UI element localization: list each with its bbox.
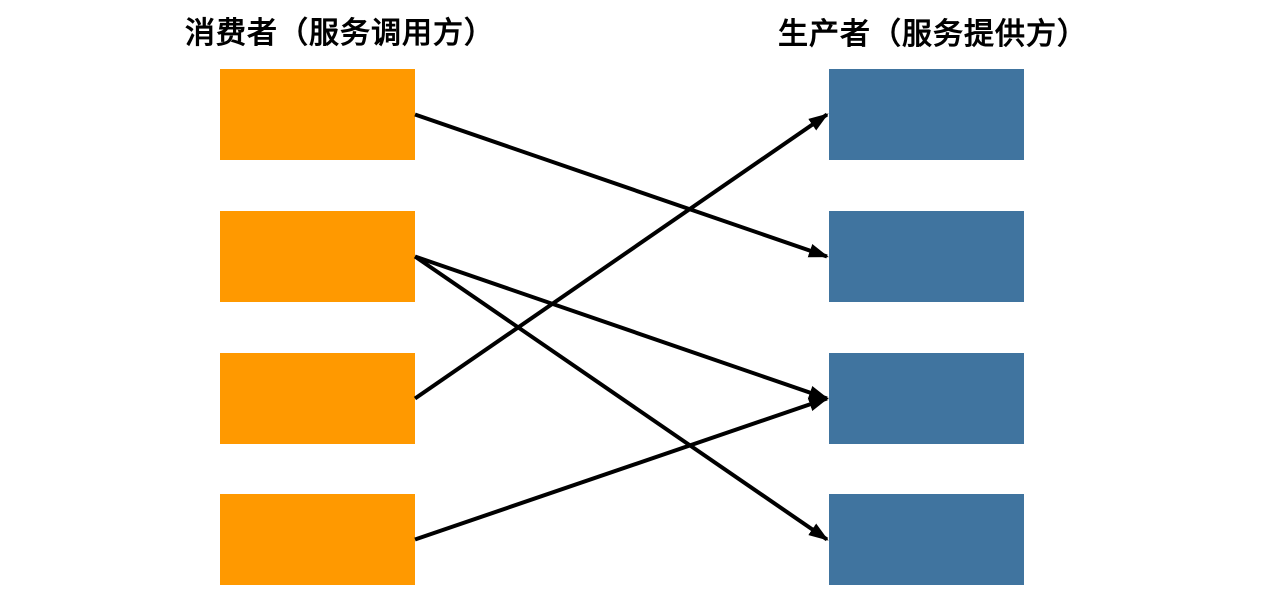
- consumer-3-box: [220, 353, 415, 444]
- consumer-1-box: [220, 69, 415, 160]
- connection-arrow-consumer-2-to-producer-3: [414, 254, 829, 401]
- consumers-column-title: 消费者（服务调用方）: [185, 17, 495, 50]
- producer-1-box: [829, 69, 1024, 160]
- connection-arrow-consumer-1-to-producer-2: [414, 112, 829, 259]
- consumer-2-box: [220, 211, 415, 302]
- connection-arrow-consumer-2-to-producer-4: [413, 254, 829, 542]
- producers-column-title: 生产者（服务提供方）: [778, 18, 1088, 51]
- connection-arrow-consumer-4-to-producer-3: [414, 396, 829, 542]
- consumer-4-box: [220, 494, 415, 585]
- producer-4-box: [829, 494, 1024, 585]
- producer-3-box: [829, 353, 1024, 444]
- producer-2-box: [829, 211, 1024, 302]
- connection-arrow-consumer-3-to-producer-1: [413, 112, 829, 401]
